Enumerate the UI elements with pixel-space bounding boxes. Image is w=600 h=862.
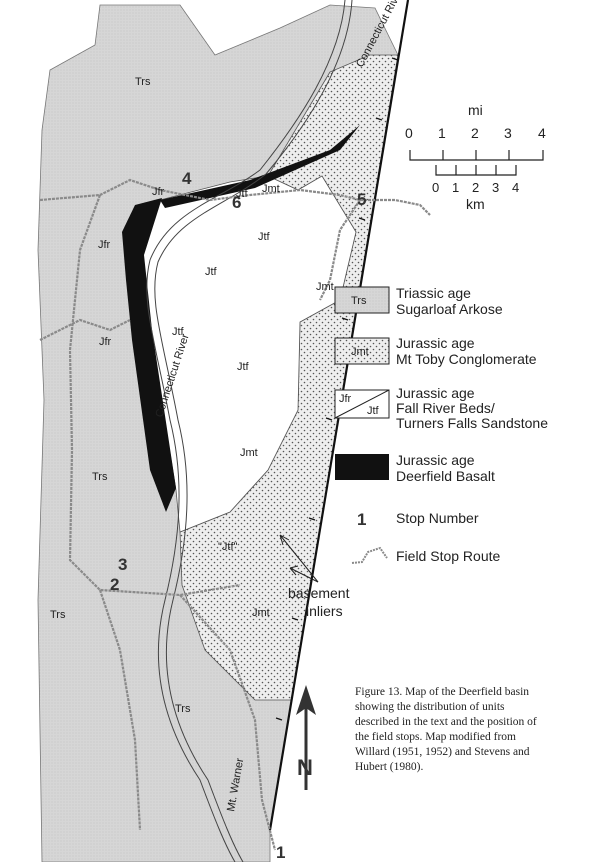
label-jfr: Jfr — [152, 186, 165, 198]
label-jtf: Jtf — [236, 188, 249, 200]
svg-text:Hubert (1980).: Hubert (1980). — [355, 761, 423, 773]
connecticut-river — [146, 0, 353, 862]
svg-text:Figure 13. Map of the Deerfie: Figure 13. Map of the Deerfield basin — [355, 686, 529, 698]
legend-basalt-line1: Jurassic age — [396, 452, 475, 468]
label-jtf-inlier: "Jtf" — [218, 541, 238, 553]
svg-text:Jmt: Jmt — [351, 346, 369, 358]
scale-tick: 1 — [438, 125, 446, 141]
label-jmt: Jmt — [240, 447, 258, 459]
label-trs: Trs — [175, 703, 191, 715]
svg-text:Willard (1951, 1952) and Steve: Willard (1951, 1952) and Stevens and — [355, 746, 530, 758]
scale-tick: 0 — [405, 125, 413, 141]
label-jfr: Jfr — [99, 336, 112, 348]
scale-bar — [409, 150, 544, 176]
scale-tick: 0 — [432, 180, 439, 195]
legend-jfr-line2: Fall River Beds/ — [396, 400, 495, 416]
label-jtf: Jtf — [205, 266, 218, 278]
scale-km-label: km — [466, 196, 485, 212]
label-basement-inliers: basement — [288, 585, 350, 601]
legend-trs-line1: Triassic age — [396, 285, 471, 301]
scale-tick: 2 — [472, 180, 479, 195]
svg-text:showing the distribution of un: showing the distribution of units — [355, 701, 505, 713]
svg-text:the field stops. Map modified: the field stops. Map modified from — [355, 731, 516, 743]
label-jtf: Jtf — [172, 326, 185, 338]
label-jmt: Jmt — [262, 183, 280, 195]
svg-text:Jfr: Jfr — [339, 393, 352, 405]
legend-basalt-line2: Deerfield Basalt — [396, 468, 495, 484]
label-basement-inliers: inliers — [306, 603, 343, 619]
scale-tick: 2 — [471, 125, 479, 141]
legend-jfr-line1: Jurassic age — [396, 385, 475, 401]
label-jtf: Jtf — [258, 231, 271, 243]
svg-text:described in the text and the: described in the text and the position o… — [355, 716, 537, 728]
legend-jfr-line3: Turners Falls Sandstone — [396, 415, 548, 431]
stop-1: 1 — [276, 843, 285, 862]
scale-tick: 4 — [538, 125, 546, 141]
scale-tick: 3 — [504, 125, 512, 141]
label-trs: Trs — [135, 76, 151, 88]
field-stop-route — [39, 178, 431, 851]
label-trs: Trs — [50, 609, 66, 621]
label-jfr: Jfr — [98, 239, 111, 251]
stop-3: 3 — [118, 555, 127, 574]
scale-tick: 1 — [452, 180, 459, 195]
label-trs: Trs — [92, 471, 108, 483]
label-jmt: Jmt — [252, 607, 270, 619]
stop-2: 2 — [110, 575, 119, 594]
legend-field-route: Field Stop Route — [396, 548, 500, 564]
stop-5: 5 — [357, 190, 366, 209]
stop-4: 4 — [182, 169, 192, 188]
svg-text:Trs: Trs — [351, 295, 367, 307]
legend-jmt-line2: Mt Toby Conglomerate — [396, 351, 537, 367]
figure-caption: Figure 13. Map of the Deerfield basin sh… — [355, 686, 537, 773]
legend-trs-line2: Sugarloaf Arkose — [396, 301, 503, 317]
svg-text:1: 1 — [357, 510, 366, 529]
legend: Trs Triassic age Sugarloaf Arkose Jmt Ju… — [334, 285, 548, 564]
label-jmt: Jmt — [316, 281, 334, 293]
unit-basalt — [122, 198, 176, 512]
legend-jmt-line1: Jurassic age — [396, 335, 475, 351]
label-jtf: Jtf — [237, 361, 250, 373]
svg-text:Jtf: Jtf — [367, 405, 380, 417]
scale-tick: 3 — [492, 180, 499, 195]
north-arrow-icon: N — [296, 685, 316, 790]
stop-6: 6 — [232, 193, 241, 212]
scale-mi-label: mi — [468, 102, 483, 118]
scale-tick: 4 — [512, 180, 519, 195]
svg-text:N: N — [297, 755, 313, 780]
legend-stop-number: Stop Number — [396, 510, 479, 526]
basement-arrows — [279, 534, 319, 583]
